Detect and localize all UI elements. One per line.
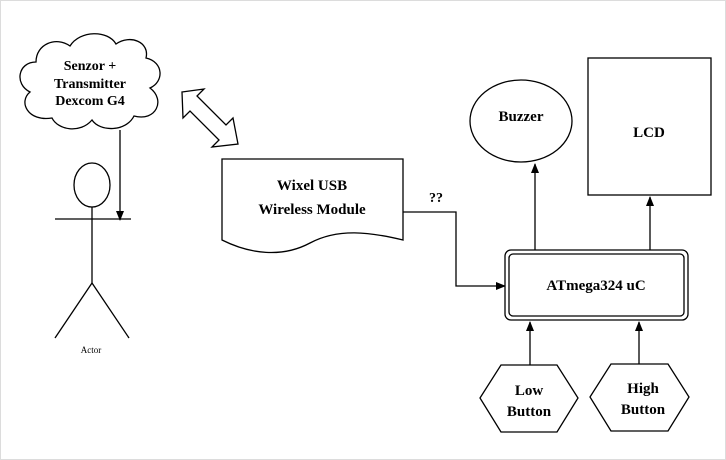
- wixel-label-line2: Wireless Module: [258, 202, 366, 218]
- lcd-node: LCD: [587, 57, 712, 196]
- mcu-label: ATmega324 uC: [546, 278, 645, 294]
- high-button-node: High Button: [589, 363, 690, 432]
- link-question-label: ??: [429, 191, 443, 206]
- sensor-transmitter-cloud: Senzor + Transmitter Dexcom G4: [19, 33, 161, 130]
- buzzer-label: Buzzer: [499, 109, 544, 125]
- lcd-label: LCD: [633, 125, 665, 141]
- sensor-label-line3: Dexcom G4: [55, 94, 125, 109]
- wixel-label-line1: Wixel USB: [277, 178, 347, 194]
- actor-figure: Actor: [54, 162, 131, 355]
- actor-left-leg: [54, 282, 93, 339]
- actor-head: [73, 162, 111, 208]
- wixel-to-mcu-connector: [403, 211, 506, 290]
- low-button-label-line1: Low: [515, 383, 544, 399]
- buzzer-node: Buzzer: [469, 79, 573, 163]
- sensor-label-line2: Transmitter: [54, 77, 126, 92]
- low-button-node: Low Button: [479, 364, 579, 433]
- wixel-module-box: Wixel USB Wireless Module: [221, 158, 404, 254]
- wireless-link-double-arrow: [181, 88, 239, 148]
- actor-right-leg: [91, 282, 130, 339]
- low-button-label-line2: Button: [507, 404, 552, 420]
- sensor-label-line1: Senzor +: [64, 59, 116, 74]
- mcu-node: ATmega324 uC: [504, 249, 689, 321]
- high-button-label-line2: Button: [621, 402, 666, 418]
- actor-label: Actor: [81, 345, 102, 355]
- high-button-label-line1: High: [627, 381, 659, 397]
